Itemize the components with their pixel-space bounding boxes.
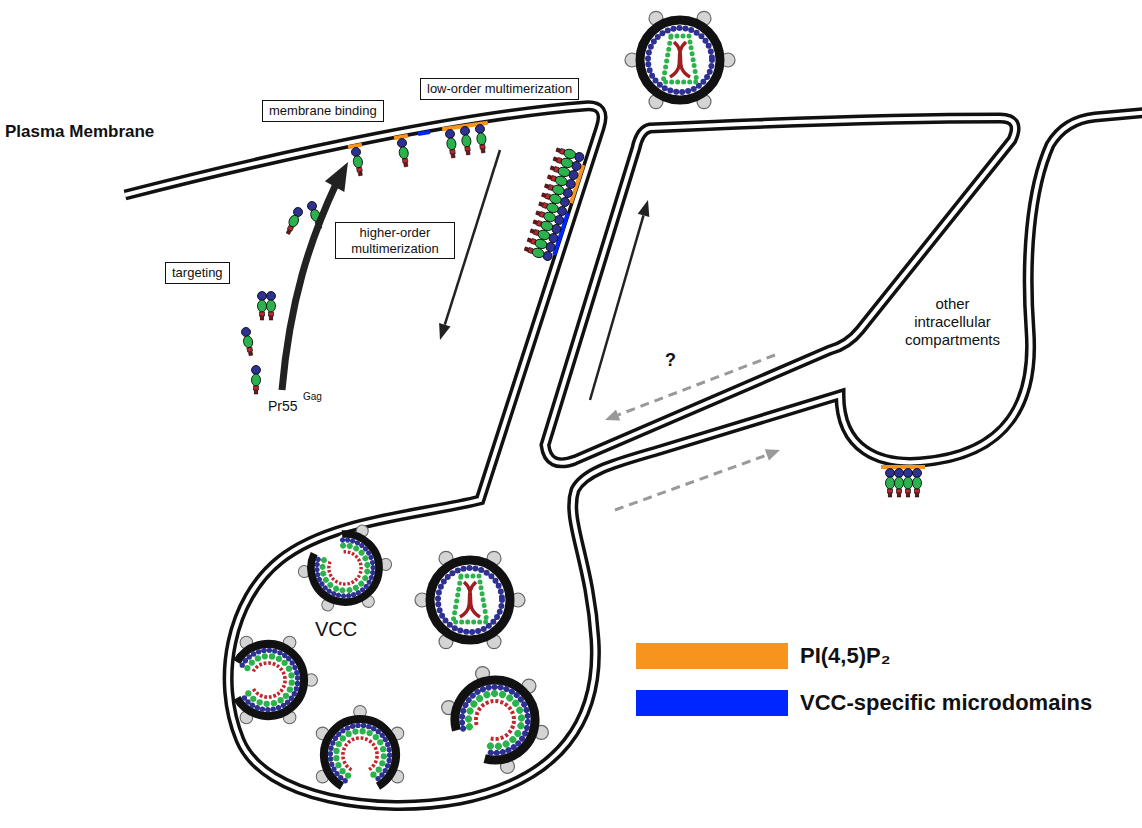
compartment-label: VCC [315, 617, 357, 641]
box-text: higher-order multimerization [342, 225, 448, 256]
gag-proteins [904, 469, 913, 498]
arrows [615, 455, 767, 510]
region-label: Plasma Membrane [5, 122, 154, 142]
gag-proteins [397, 138, 411, 168]
gag-proteins [523, 244, 553, 261]
virions [415, 551, 525, 648]
label-box: membrane binding [262, 100, 384, 122]
gag-proteins [475, 124, 488, 153]
box-text: membrane binding [269, 103, 377, 119]
legend-swatch [636, 690, 788, 716]
gag-proteins [460, 126, 473, 155]
arrows [282, 184, 336, 390]
gag-proteins [895, 469, 904, 498]
lipid-patches [418, 130, 430, 136]
box-text: targeting [172, 265, 223, 281]
legend-text: VCC-specific microdomains [800, 689, 1092, 717]
gag-proteins [351, 147, 365, 177]
gag-proteins [445, 129, 458, 158]
legend-swatch [636, 643, 788, 669]
compartment-label: other intracellular compartments [895, 295, 1010, 349]
gag-proteins [284, 206, 304, 236]
gag-proteins [241, 124, 922, 497]
arrows [325, 162, 348, 192]
gag-proteins [913, 469, 922, 498]
arrows [590, 215, 644, 400]
virions [294, 520, 405, 630]
label-box: higher-order multimerization [335, 222, 455, 259]
gag-proteins [252, 366, 261, 395]
arrows [282, 150, 780, 510]
label-box: targeting [165, 262, 230, 284]
gag-proteins [241, 327, 256, 357]
arrows [638, 200, 650, 217]
arrows [618, 355, 775, 415]
lipid-patches [348, 121, 925, 469]
gag-proteins [886, 469, 895, 498]
protein-label: Pr55 [268, 398, 298, 415]
membrane-inner [125, 106, 1142, 806]
gag-proteins [267, 292, 276, 321]
virions [625, 11, 735, 108]
arrows [439, 323, 450, 340]
protein-superscript: Gag [303, 391, 322, 403]
gag-proteins [258, 292, 267, 321]
label-box: low-order multimerization [420, 78, 579, 100]
question-mark: ? [665, 350, 676, 372]
virions [316, 706, 403, 787]
membrane-outline [125, 106, 1142, 806]
virions [436, 647, 568, 779]
virions [237, 636, 318, 723]
arrows [605, 409, 620, 420]
membranes [125, 106, 1142, 806]
arrows [765, 449, 780, 460]
legend-text: PI(4,5)P₂ [800, 642, 890, 670]
box-text: low-order multimerization [427, 81, 572, 97]
